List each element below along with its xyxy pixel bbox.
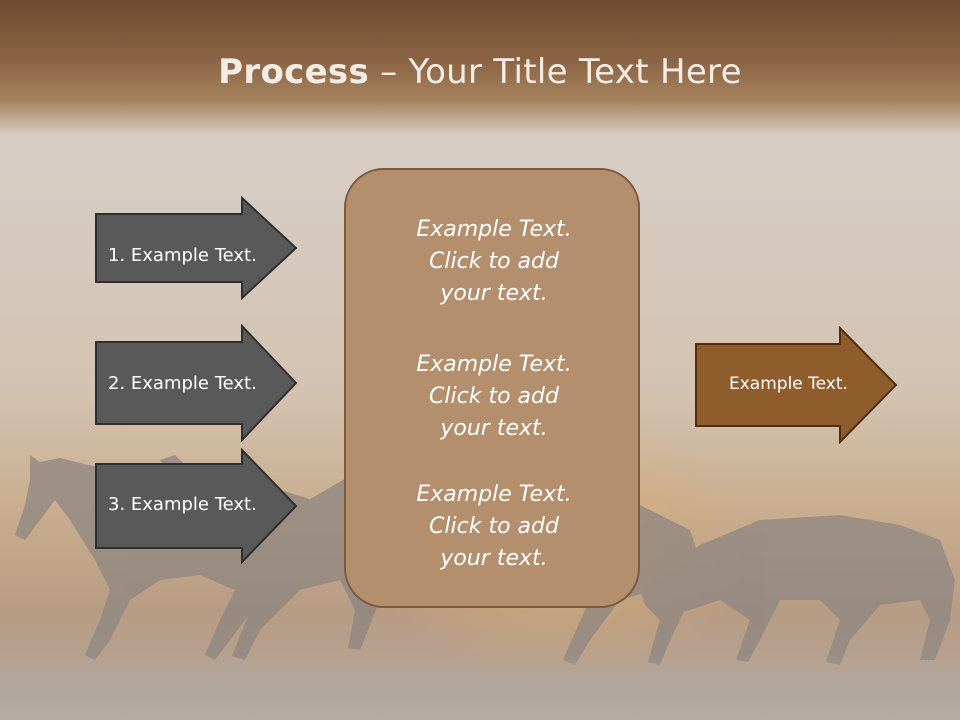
center-text-box[interactable]: Example Text. Click to add your text. Ex… — [344, 168, 640, 608]
paragraph-line: Example Text. — [416, 482, 572, 507]
title-rest: – Your Title Text Here — [369, 52, 742, 92]
paragraph-line: Click to add — [429, 514, 559, 539]
left-arrow-2[interactable] — [94, 324, 300, 442]
left-arrow-1-label: 1. Example Text. — [108, 245, 257, 266]
left-arrow-3-label: 3. Example Text. — [108, 494, 257, 515]
center-paragraph-2: Example Text. Click to add your text. — [346, 349, 642, 445]
grass-foreground — [0, 655, 960, 720]
title-bold: Process — [218, 52, 370, 92]
title-bar — [0, 0, 960, 135]
right-arrow[interactable] — [694, 326, 900, 444]
left-arrow-2-label: 2. Example Text. — [108, 373, 257, 394]
paragraph-line: Click to add — [429, 249, 559, 274]
paragraph-line: Click to add — [429, 384, 559, 409]
paragraph-line: your text. — [440, 546, 548, 571]
paragraph-line: your text. — [440, 281, 548, 306]
right-arrow-label: Example Text. — [729, 374, 848, 394]
paragraph-line: your text. — [440, 416, 548, 441]
left-arrow-1[interactable] — [94, 196, 300, 300]
center-paragraph-3: Example Text. Click to add your text. — [346, 479, 642, 575]
slide-title[interactable]: Process – Your Title Text Here — [0, 52, 960, 92]
paragraph-line: Example Text. — [416, 352, 572, 377]
center-paragraph-1: Example Text. Click to add your text. — [346, 214, 642, 310]
left-arrow-3[interactable] — [94, 448, 300, 564]
paragraph-line: Example Text. — [416, 217, 572, 242]
